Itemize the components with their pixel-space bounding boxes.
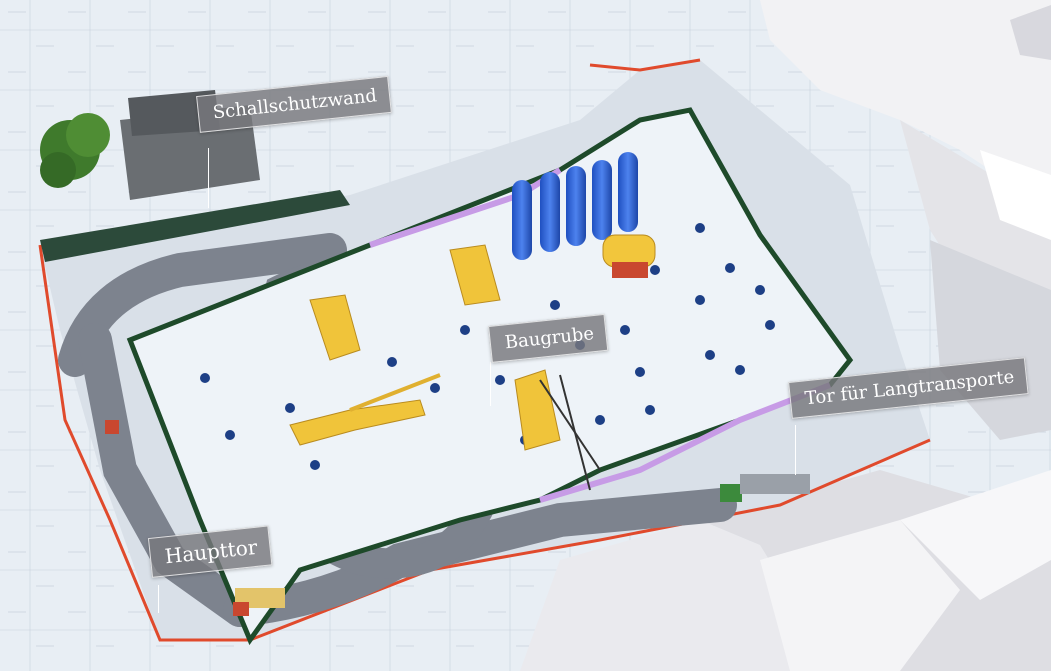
noise-wall	[40, 190, 350, 262]
leader-baugrube	[490, 362, 491, 406]
construction-machines	[289, 234, 656, 491]
tree	[40, 113, 110, 188]
leader-tor-langtransporte	[795, 425, 796, 475]
sheet-pile-wall-south	[539, 382, 832, 503]
silos	[512, 152, 638, 260]
trucks	[105, 420, 810, 616]
buildings-bottom	[520, 470, 1051, 671]
leader-schallschutzwand	[208, 148, 209, 208]
fence-red-north	[589, 58, 701, 72]
leader-haupttor	[158, 585, 159, 613]
